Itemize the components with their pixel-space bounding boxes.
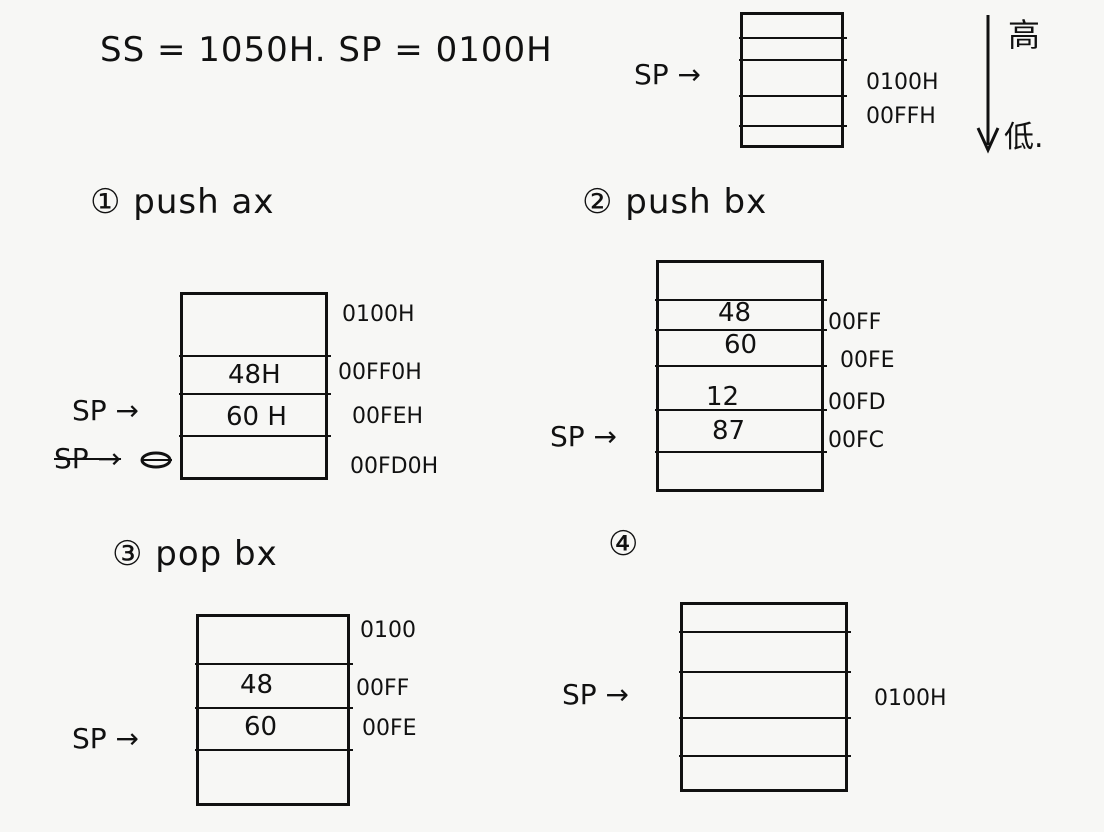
step1-addr-00feh: 00FEH [352,404,424,429]
step3-addr-0100: 0100 [360,618,416,643]
step1-sp-old-crossed: SP → [54,442,122,475]
top-stack-box [739,12,847,148]
step3-sp-label: SP → [72,722,140,755]
step3-addr-00ff: 00FF [356,676,410,701]
top-sp-label: SP → [634,58,702,91]
step3-cell-48: 48 [240,670,274,700]
step1-cell-48h: 48H [228,360,281,390]
step4-stack-box [679,602,851,792]
step2-addr-00fe: 00FE [840,348,895,373]
step2-cell-60: 60 [724,330,758,360]
step1-addr-00ff: 00FF0H [338,360,422,385]
low-label: 低. [1004,120,1044,155]
step4-addr-0100h: 0100H [874,686,947,711]
step4-sp-label: SP → [562,678,630,711]
step3-cell-60: 60 [244,712,278,742]
step4-title: ④ [608,524,640,564]
step2-sp-label: SP → [550,420,618,453]
step1-addr-00fd: 00FD0H [350,454,439,479]
step2-addr-00fc: 00FC [828,428,885,453]
step2-addr-00ff: 00FF [828,310,882,335]
step1-cell-60h: 60 H [226,402,287,432]
step2-cell-12: 12 [706,382,740,412]
top-addr-00ff: 00FFH [866,104,936,129]
step2-stack-box [655,260,827,492]
step1-scribble-icon [140,451,172,469]
step2-addr-00fd: 00FD [828,390,886,415]
step2-cell-87: 87 [712,416,746,446]
register-values: SS = 1050H. SP = 0100H [100,30,553,70]
step2-title: ② push bx [582,182,768,222]
step2-cell-48: 48 [718,298,752,328]
step3-title: ③ pop bx [112,534,278,574]
step1-sp-new: SP → [72,394,140,427]
top-addr-0100: 0100H [866,70,939,95]
step3-stack-box [195,614,353,806]
step1-title: ① push ax [90,182,275,222]
high-to-low-arrow-icon [976,15,1000,154]
step1-stack-box [179,292,331,480]
step3-addr-00fe: 00FE [362,716,417,741]
step1-addr-0100h: 0100H [342,302,415,327]
high-label: 高 [1008,16,1041,54]
